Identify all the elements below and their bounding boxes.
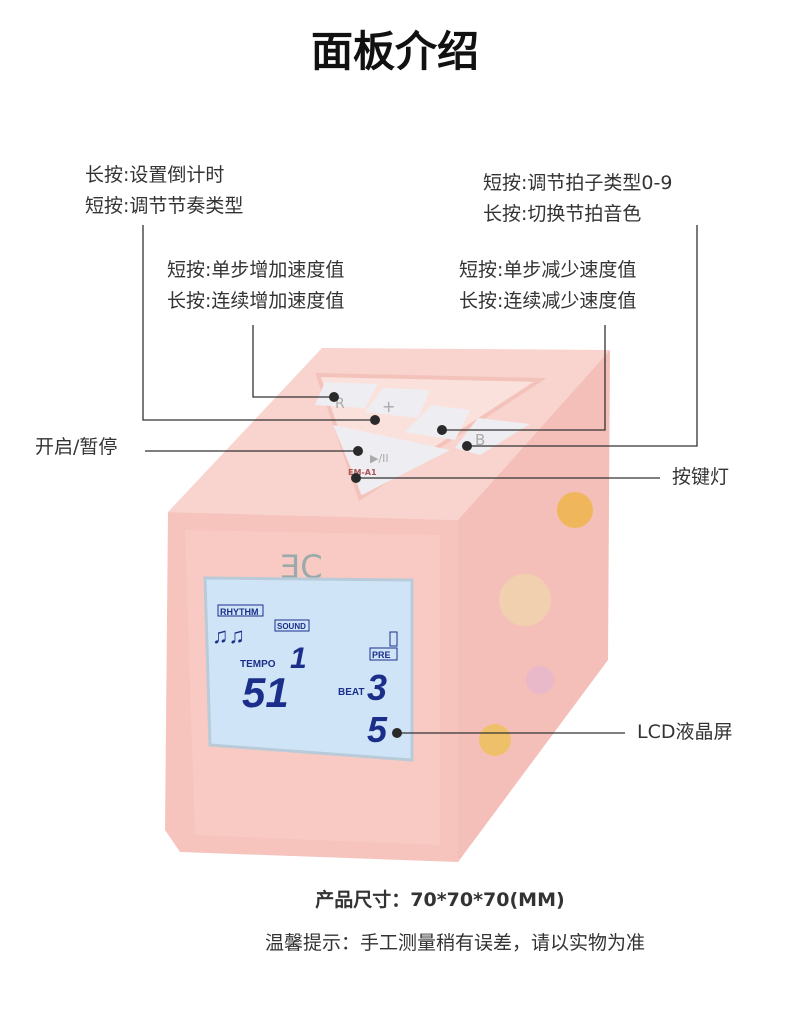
callout-text: 短按:调节节奏类型 xyxy=(85,195,244,217)
measurement-tip: 温馨提示：手工测量稍有误差，请以实物为准 xyxy=(264,932,645,954)
svg-text:RHYTHM: RHYTHM xyxy=(220,607,259,617)
sticker-girl xyxy=(499,574,551,626)
svg-text:TEMPO: TEMPO xyxy=(240,659,276,670)
svg-text:1: 1 xyxy=(290,642,307,675)
callout-text: 短按:调节拍子类型0-9 xyxy=(483,172,673,194)
svg-text:♫♫: ♫♫ xyxy=(212,623,245,648)
svg-text:5: 5 xyxy=(367,709,388,750)
product-size: 产品尺寸：70*70*70(MM) xyxy=(315,889,565,911)
callout-key-light: 按键灯 xyxy=(672,466,730,488)
lcd-content: RHYTHM ♫♫ SOUND 1 TEMPO 51 PRE BEAT 3 5 xyxy=(212,604,398,750)
svg-text:51: 51 xyxy=(242,669,289,716)
callout-text: 长按:设置倒计时 xyxy=(85,164,225,186)
callout-minus-button: 短按:单步减少速度值 长按:连续减少速度值 xyxy=(459,255,636,317)
callout-lcd: LCD液晶屏 xyxy=(637,721,733,743)
button-plus xyxy=(365,388,430,418)
callout-dots xyxy=(329,392,472,738)
svg-text:B: B xyxy=(475,431,485,449)
svg-text:3: 3 xyxy=(367,667,387,708)
button-panel: R + B ▶/II EM-A1 xyxy=(315,372,547,502)
callout-rhythm-button: 长按:设置倒计时 短按:调节节奏类型 xyxy=(85,160,243,222)
callout-text: 短按:单步减少速度值 xyxy=(459,259,637,281)
button-r xyxy=(315,382,378,408)
callout-text: 长按:连续增加速度值 xyxy=(167,290,345,312)
callout-text: 长按:连续减少速度值 xyxy=(459,290,637,312)
callout-beat-button: 短按:调节拍子类型0-9 长按:切换节拍音色 xyxy=(483,168,672,230)
svg-text:+: + xyxy=(382,397,395,416)
svg-text:R: R xyxy=(335,396,345,412)
svg-text:BEAT: BEAT xyxy=(338,687,364,698)
callout-lines xyxy=(142,225,698,734)
page-title: 面板介绍 xyxy=(310,27,479,76)
callout-play-pause: 开启/暂停 xyxy=(35,436,118,458)
callout-plus-button: 短按:单步增加速度值 长按:连续增加速度值 xyxy=(167,255,344,317)
callout-text: 长按:切换节拍音色 xyxy=(483,203,642,225)
model-label: EM-A1 xyxy=(348,468,377,477)
callout-text: 短按:单步增加速度值 xyxy=(167,259,345,281)
svg-text:▶/II: ▶/II xyxy=(370,452,389,465)
svg-text:SOUND: SOUND xyxy=(277,622,306,631)
lcd-screen xyxy=(203,576,414,762)
button-minus xyxy=(405,405,470,440)
svg-text:PRE: PRE xyxy=(372,650,391,660)
